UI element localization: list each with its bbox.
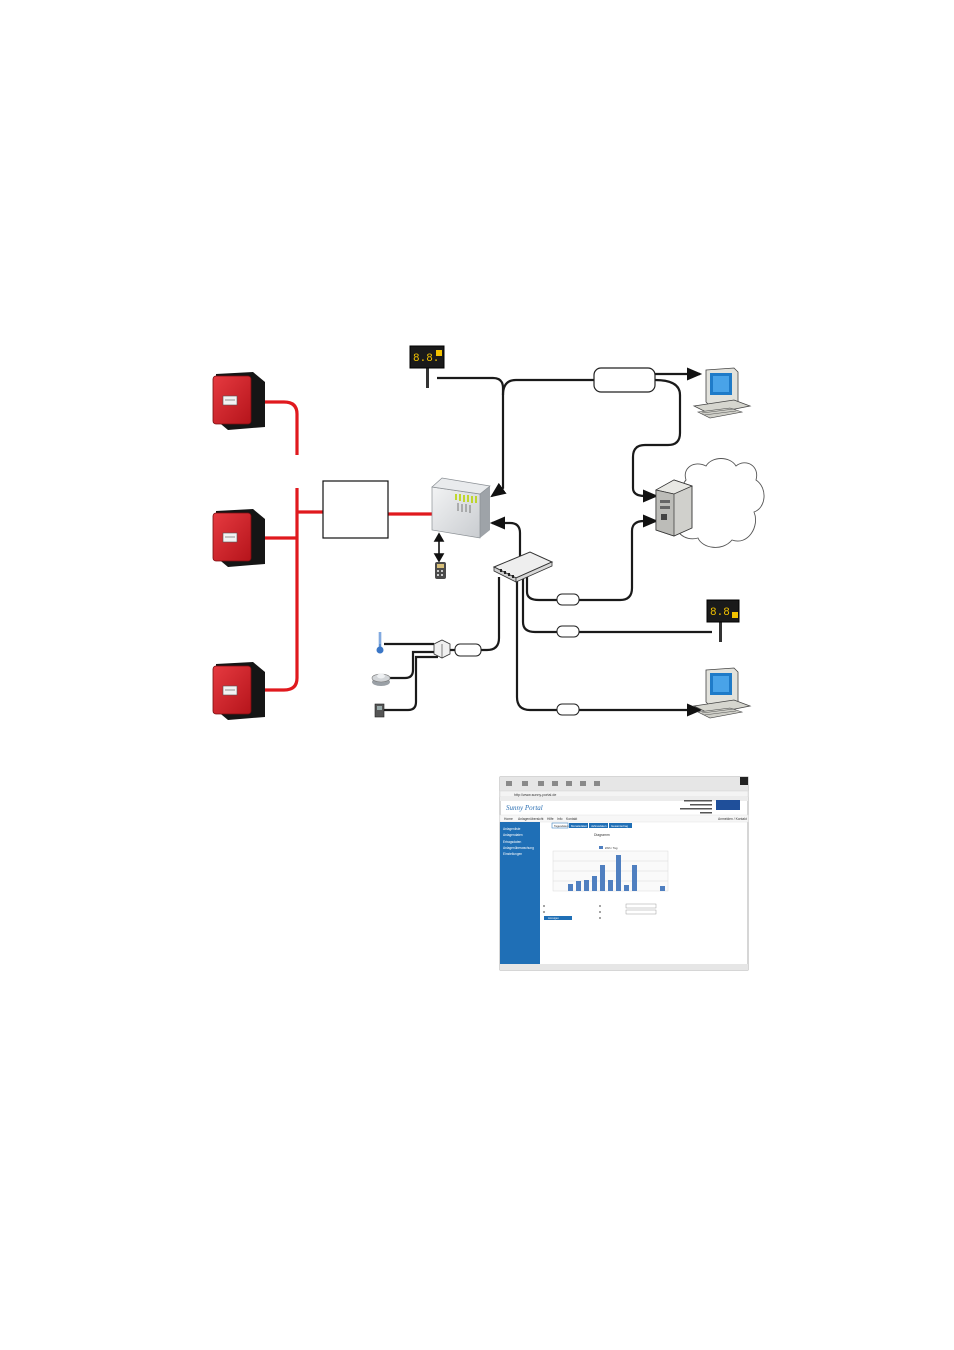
tab[interactable] [589, 823, 608, 828]
cable-switch-to-server [525, 514, 659, 602]
sidebar-item[interactable]: Anlagenliste [503, 827, 521, 831]
cable-adapter [454, 643, 482, 657]
cable-modem-to-server [631, 378, 682, 503]
tab-label: Monatsdaten [571, 824, 588, 828]
nav-item[interactable]: Home [504, 817, 513, 821]
large-display: 8.8. [706, 599, 740, 642]
dc-cable-bus [262, 488, 299, 692]
address-text: http://www.sunny-portal.de [514, 793, 556, 797]
nav-item[interactable]: Hilfe [547, 817, 554, 821]
sidebar-item[interactable]: Anlagenüberwachung [503, 846, 534, 850]
browser-toolbar [500, 777, 748, 791]
temperature-sensor [376, 632, 384, 654]
portal-logo: Sunny Portal [506, 804, 543, 812]
company-logo [716, 800, 740, 810]
sensor-box [433, 639, 451, 659]
tab[interactable] [609, 823, 632, 828]
irradiance-sensor [371, 673, 391, 686]
remote-control [435, 562, 446, 579]
tab[interactable] [569, 823, 588, 828]
modem [593, 367, 656, 393]
tab-label: Jahresdaten [591, 824, 607, 828]
show-button[interactable] [544, 916, 572, 920]
sidebar-item[interactable]: Anlagendaten [503, 833, 523, 837]
inverter [212, 509, 265, 567]
portal-nav [499, 814, 749, 823]
cable-switch-to-display [521, 577, 712, 634]
computer [692, 667, 752, 719]
nav-item[interactable]: Kontakt [566, 817, 577, 821]
tab-label: Gesamtertrag [611, 824, 629, 828]
header-right-link[interactable]: Anmelden / Kontakt [718, 817, 747, 821]
nav-item[interactable]: Anlagenübersicht [518, 817, 544, 821]
show-button-label: Anzeigen [548, 916, 559, 920]
browser-logo [740, 777, 748, 785]
web-portal-screenshot: http://www.sunny-portal.de Sunny Portal … [499, 776, 749, 971]
cable-wind-sensor [384, 655, 438, 712]
server [655, 479, 693, 537]
cable-adapter [556, 625, 580, 638]
cable-display-to-logger [437, 376, 507, 498]
tab-label: Tagesdaten [554, 824, 569, 828]
tab-active[interactable] [551, 822, 569, 829]
junction-box [322, 480, 389, 539]
large-display: 8.8. [409, 345, 445, 388]
dc-cabling [262, 400, 432, 692]
wind-sensor [374, 703, 385, 718]
cable-adapter [556, 703, 580, 716]
inverter [212, 372, 265, 430]
dc-cable-inverter-1 [262, 400, 299, 455]
nav-item[interactable]: Info [557, 817, 563, 821]
cable-switch-to-computer [515, 577, 703, 717]
inverter [212, 662, 265, 720]
chart-title: Diagramm [594, 833, 610, 837]
cable-adapter [556, 593, 580, 606]
data-logger [431, 477, 491, 539]
cable-logger-to-modem [501, 378, 594, 396]
browser-status-bar [500, 964, 748, 970]
cable-switch-to-sensors [448, 577, 501, 652]
computer [692, 367, 752, 419]
data-cabling [384, 367, 712, 717]
remote-link-arrow [433, 532, 445, 563]
period-select[interactable] [625, 909, 657, 915]
sidebar-item[interactable]: Ertragsdaten [503, 840, 521, 844]
date-select[interactable] [625, 903, 657, 909]
chart-bars [568, 855, 665, 891]
cable-irradiance-sensor [390, 650, 436, 680]
sidebar-item[interactable]: Einstellungen [503, 852, 522, 856]
portal-sidebar [500, 822, 540, 964]
svg-text:8.8.: 8.8. [413, 353, 439, 365]
status-leds [455, 494, 477, 503]
chart-legend: kWh / Tag [605, 846, 618, 850]
cable-switch-to-logger [489, 516, 522, 556]
svg-text:8.8.: 8.8. [710, 607, 736, 619]
network-switch [492, 551, 554, 583]
